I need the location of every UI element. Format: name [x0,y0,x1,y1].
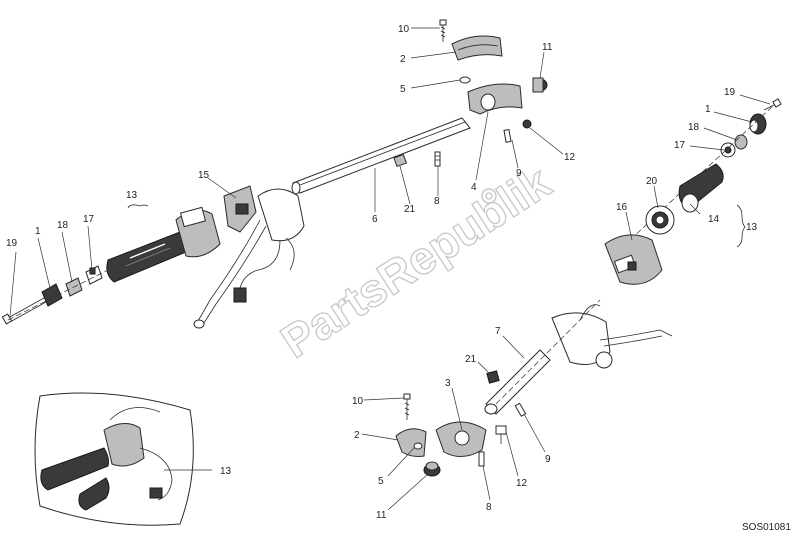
callout-9-top: 9 [516,168,522,179]
right-switch-housing-part-16 [604,234,663,285]
bracket-13-left [127,204,149,209]
insert-part-17-left [85,265,103,285]
spacer-part-18-right [734,134,748,150]
upper-clamp-part-2-bottom [395,428,427,457]
callout-10-top: 10 [398,24,410,35]
left-switch-housing [175,206,221,258]
callout-13-right: 13 [746,222,758,233]
callout-1-right: 1 [705,104,711,115]
callout-3: 3 [445,378,451,389]
callout-2-bottom: 2 [354,430,360,441]
callout-8-top: 8 [434,196,440,207]
callout-15: 15 [198,170,210,181]
callout-4-top: 4 [471,182,477,193]
pin-part-9-top [503,128,512,143]
rubber-bush-part-11-bottom [423,461,441,477]
callout-17-left: 17 [83,214,95,225]
callout-7: 7 [495,326,501,337]
left-lever-assembly [193,188,305,329]
pin-part-9-bottom [514,402,527,417]
leader-lines [9,27,771,511]
callout-18-right: 18 [688,122,700,133]
lower-clamp-part-3 [435,421,487,457]
insert-part-17-right [720,142,736,158]
nut-part-21-top [393,153,408,168]
pin-part-8-bottom [478,451,485,467]
drawing-code: SOS01081 [742,522,791,533]
callout-11-top: 11 [542,42,553,53]
lower-clamp-part-4 [467,83,523,115]
callout-19-right: 19 [724,87,736,98]
callout-11-bottom: 11 [376,510,387,521]
callout-21-bottom: 21 [465,354,477,365]
callout-1-left: 1 [35,226,41,237]
callout-6: 6 [372,214,378,225]
callout-labels: 10 2 5 11 12 4 9 8 21 6 15 13 19 1 18 17… [6,24,758,521]
left-axis-line [7,269,109,321]
right-grip-part-14 [678,163,724,213]
callout-21-top: 21 [404,204,416,215]
handlebar-tube-part-6 [291,117,471,195]
bar-end-bolt-part-19-right [763,98,782,111]
throttle-ring-part-20 [645,205,675,235]
gear-watermark-icon [481,188,497,204]
callout-10-bottom: 10 [352,396,364,407]
callout-5-top: 5 [400,84,406,95]
lower-axis-line [495,299,601,405]
callout-13-inset: 13 [220,466,232,477]
rubber-bush-part-11-top [532,77,548,93]
bar-end-weight-part-1-right [749,113,767,135]
washer-part-5-bottom [413,442,423,450]
callout-19-left: 19 [6,238,18,249]
inset-detail-box [34,392,194,526]
callout-16: 16 [616,202,628,213]
bar-end-bolt-part-19-left [1,297,47,325]
callout-9-bottom: 9 [545,454,551,465]
bolt-part-10-top [439,19,447,42]
callout-2-top: 2 [400,54,406,65]
screw-part-12-bottom [495,425,507,444]
upper-clamp-part-2 [451,35,503,61]
callout-13-left: 13 [126,190,138,201]
callout-5-bottom: 5 [378,476,384,487]
right-lever-assembly [551,304,673,369]
washer-part-5-top [459,76,471,84]
bolt-part-10-bottom [403,393,411,420]
pin-part-8-top [434,151,441,167]
connector-part-15 [223,185,257,233]
bracket-13-right [736,204,746,248]
screw-part-12-top [522,119,532,129]
callout-12-top: 12 [564,152,576,163]
bar-end-weight-part-1-left [41,283,63,307]
callout-8-bottom: 8 [486,502,492,513]
callout-12-bottom: 12 [516,478,528,489]
callout-14: 14 [708,214,720,225]
callout-17-right: 17 [674,140,686,151]
left-grip-part-14 [106,231,187,283]
callout-18-left: 18 [57,220,69,231]
callout-20: 20 [646,176,658,187]
